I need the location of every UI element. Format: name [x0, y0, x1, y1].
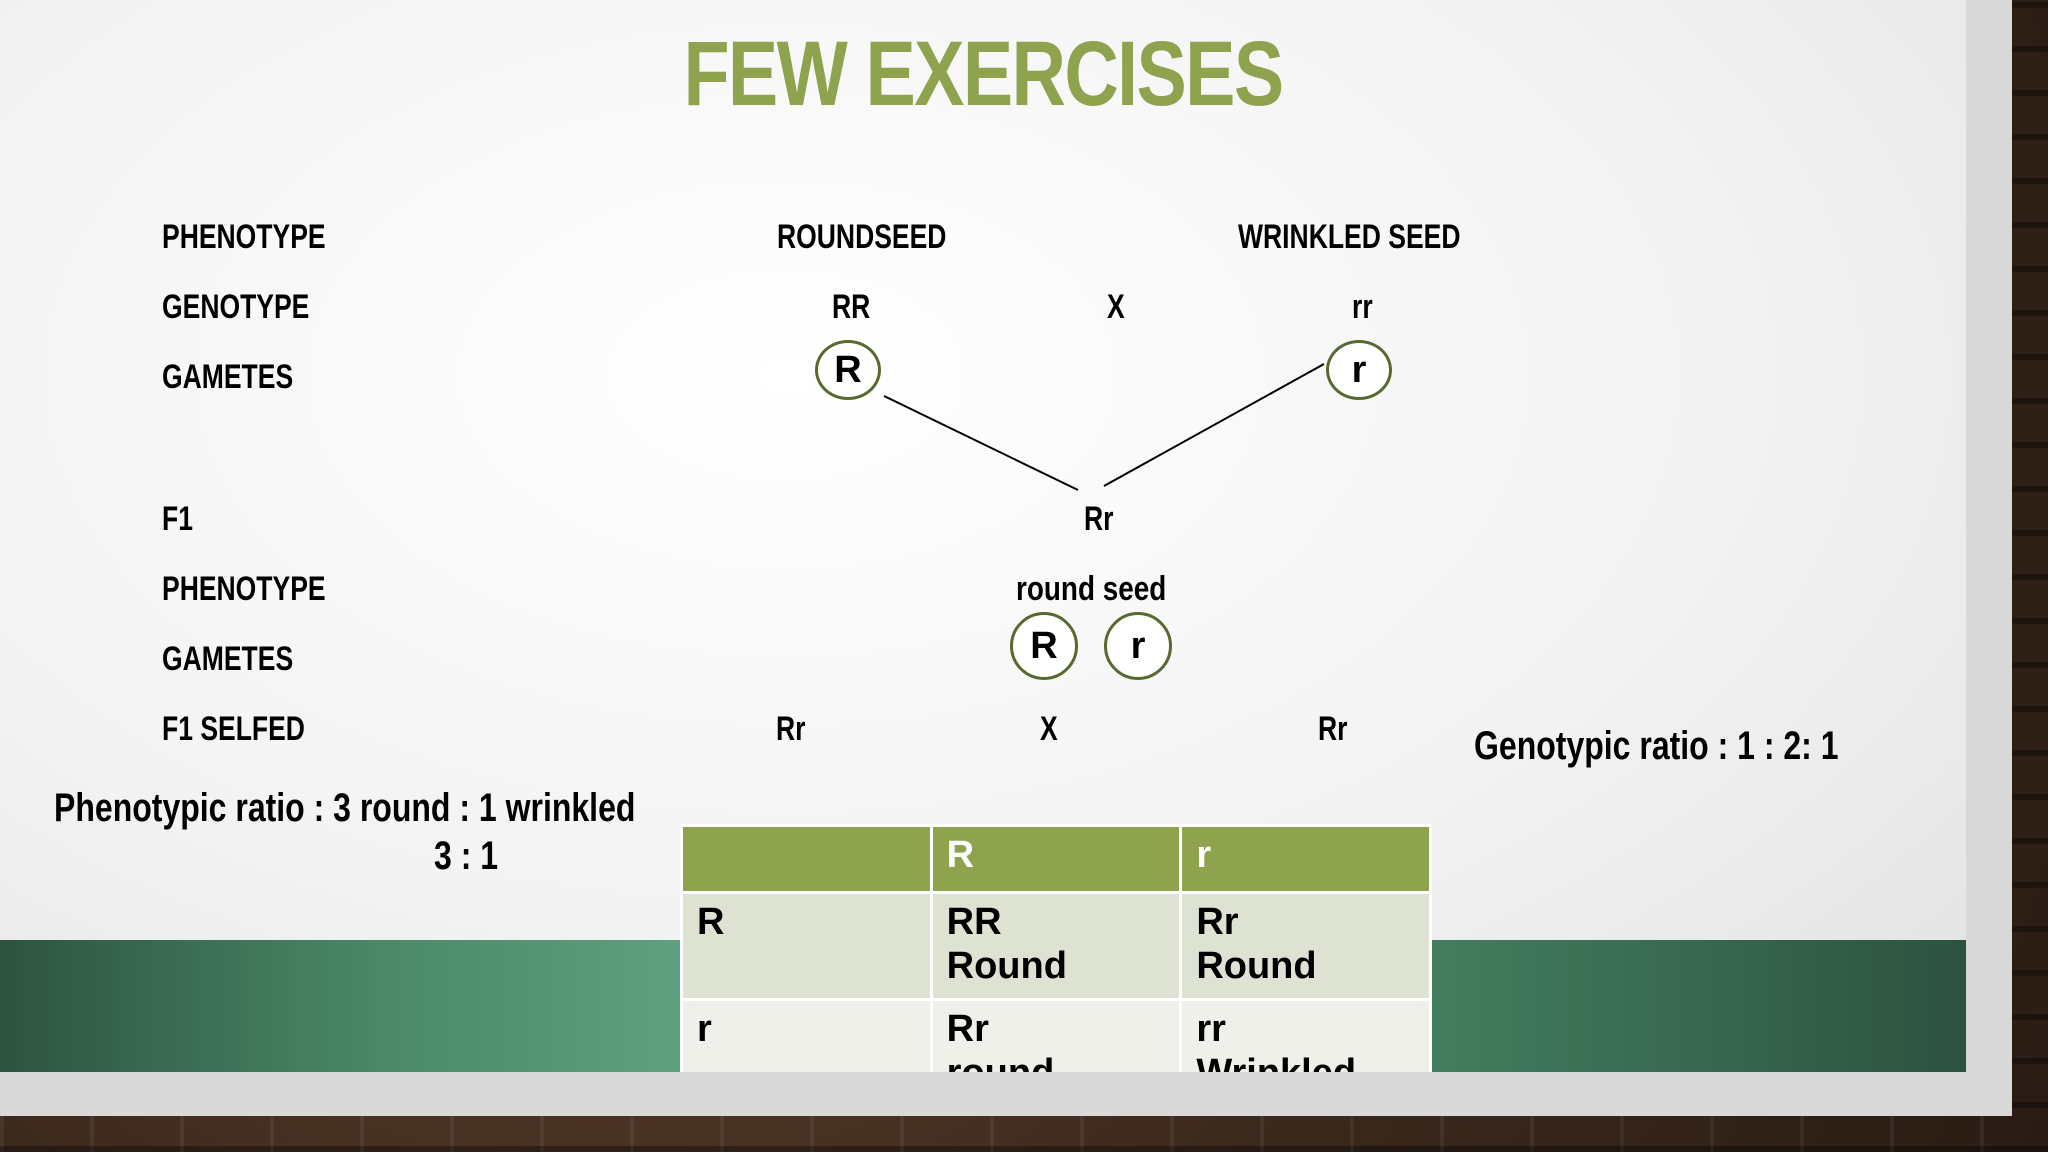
- punnett-header-row: R r: [680, 824, 1432, 894]
- cross-lines: [883, 363, 1325, 491]
- punnett-cell: Rr Round: [1179, 891, 1432, 1001]
- f1-genotype: Rr: [1084, 500, 1114, 538]
- left-genotype: RR: [832, 288, 871, 326]
- parent-cross: X: [1107, 288, 1125, 326]
- f1-gamete-circle-1: R: [1010, 612, 1078, 680]
- genotypic-ratio: Genotypic ratio : 1 : 2: 1: [1474, 724, 1839, 768]
- right-gamete-circle: r: [1326, 340, 1392, 400]
- left-cross-line: [883, 395, 1079, 491]
- cell-genotype: Rr: [1196, 901, 1239, 943]
- slide-frame: FEW EXERCISES PHENOTYPE GENOTYPE GAMETES…: [0, 0, 2012, 1116]
- cell-phenotype: Round: [946, 945, 1067, 987]
- f1-gametes-label: GAMETES: [162, 640, 294, 678]
- punnett-corner: [680, 824, 933, 894]
- genotype-label: GENOTYPE: [162, 288, 310, 326]
- f1-phenotype: round seed: [1016, 570, 1167, 608]
- punnett-header-r: r: [1179, 824, 1432, 894]
- f1-selfed-label: F1 SELFED: [162, 710, 305, 748]
- punnett-row: r Rr round rr Wrinkled: [680, 998, 1432, 1072]
- phenotypic-ratio: Phenotypic ratio : 3 round : 1 wrinkled: [54, 786, 636, 830]
- cell-phenotype: round: [947, 1051, 1166, 1072]
- punnett-row-gamete: r: [680, 998, 933, 1072]
- phenotypic-ratio-short: 3 : 1: [434, 834, 499, 878]
- left-phenotype: ROUNDSEED: [777, 218, 947, 256]
- punnett-header-R: R: [929, 824, 1183, 894]
- punnett-row: R RR Round Rr Round: [680, 891, 1432, 1001]
- cell-genotype: RR: [946, 901, 1002, 943]
- punnett-cell: rr Wrinkled: [1179, 998, 1432, 1072]
- cell-genotype: Rr: [946, 1008, 989, 1050]
- cell-genotype: rr: [1196, 1008, 1226, 1050]
- selfed-right: Rr: [1318, 710, 1348, 748]
- gametes-label: GAMETES: [162, 358, 294, 396]
- selfed-left: Rr: [776, 710, 806, 748]
- punnett-row-gamete: R: [680, 891, 933, 1001]
- cell-phenotype: Wrinkled: [1196, 1051, 1415, 1072]
- punnett-cell: RR Round: [929, 891, 1183, 1001]
- slide-title: FEW EXERCISES: [683, 23, 1284, 125]
- punnett-square: R r R RR Round Rr Round r Rr round: [680, 824, 1432, 1072]
- punnett-cell: Rr round: [929, 998, 1183, 1072]
- right-phenotype: WRINKLED SEED: [1238, 218, 1461, 256]
- selfed-cross: X: [1040, 710, 1058, 748]
- right-cross-line: [1103, 363, 1325, 487]
- left-gamete-circle: R: [815, 340, 881, 400]
- f1-gamete-circle-2: r: [1104, 612, 1172, 680]
- cell-phenotype: Round: [1196, 945, 1317, 987]
- f1-label: F1: [162, 500, 193, 538]
- slide: FEW EXERCISES PHENOTYPE GENOTYPE GAMETES…: [0, 0, 1966, 1072]
- f1-phenotype-label: PHENOTYPE: [162, 570, 326, 608]
- phenotype-label: PHENOTYPE: [162, 218, 326, 256]
- right-genotype: rr: [1352, 288, 1373, 326]
